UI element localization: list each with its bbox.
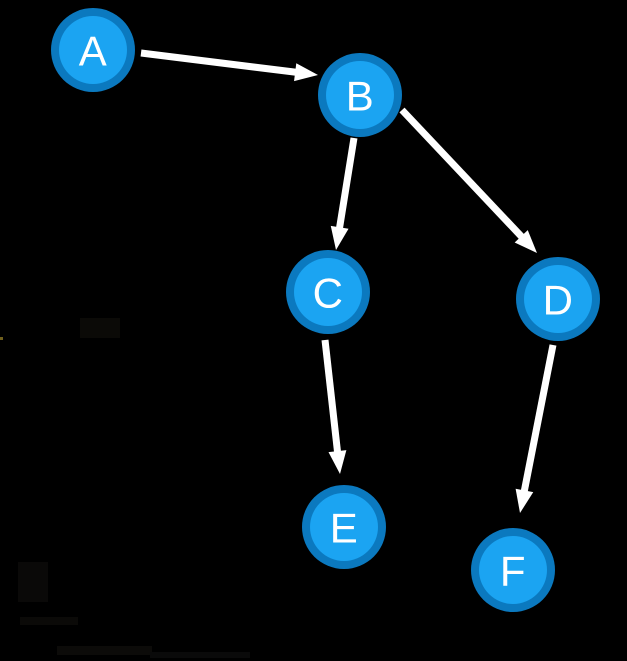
arrowhead-icon — [514, 230, 537, 253]
arrowhead-icon — [515, 488, 534, 513]
node-F[interactable]: F — [471, 528, 555, 612]
edge-C-E — [321, 339, 347, 474]
node-body — [310, 493, 378, 561]
node-body — [326, 61, 394, 129]
node-body — [524, 265, 592, 333]
node-label: D — [543, 277, 574, 324]
artifact-layer — [0, 318, 250, 658]
node-label: C — [313, 270, 344, 317]
edge-line — [335, 137, 358, 232]
edge-line — [321, 339, 342, 456]
node-D[interactable]: D — [516, 257, 600, 341]
edge-line — [520, 344, 557, 496]
node-body — [59, 16, 127, 84]
background-artifact — [80, 318, 120, 338]
node-A[interactable]: A — [51, 8, 135, 92]
edge-A-B — [140, 49, 318, 82]
edge-line — [140, 49, 300, 77]
arrowhead-icon — [330, 225, 349, 250]
background-artifact — [18, 562, 48, 602]
background-artifact — [57, 646, 152, 655]
node-label: A — [79, 28, 108, 75]
arrowhead-icon — [328, 450, 347, 474]
node-label: E — [330, 505, 359, 552]
edge-D-F — [515, 344, 557, 513]
node-E[interactable]: E — [302, 485, 386, 569]
node-label: F — [500, 548, 526, 595]
node-C[interactable]: C — [286, 250, 370, 334]
node-label: B — [346, 73, 375, 120]
edge-B-C — [330, 137, 358, 250]
arrowhead-icon — [294, 63, 318, 82]
node-B[interactable]: B — [318, 53, 402, 137]
background-artifact — [20, 617, 78, 625]
background-artifact — [0, 337, 3, 340]
node-body — [294, 258, 362, 326]
node-body — [479, 536, 547, 604]
edge-B-D — [399, 107, 537, 253]
edge-line — [399, 107, 527, 242]
background-artifact — [150, 652, 250, 658]
